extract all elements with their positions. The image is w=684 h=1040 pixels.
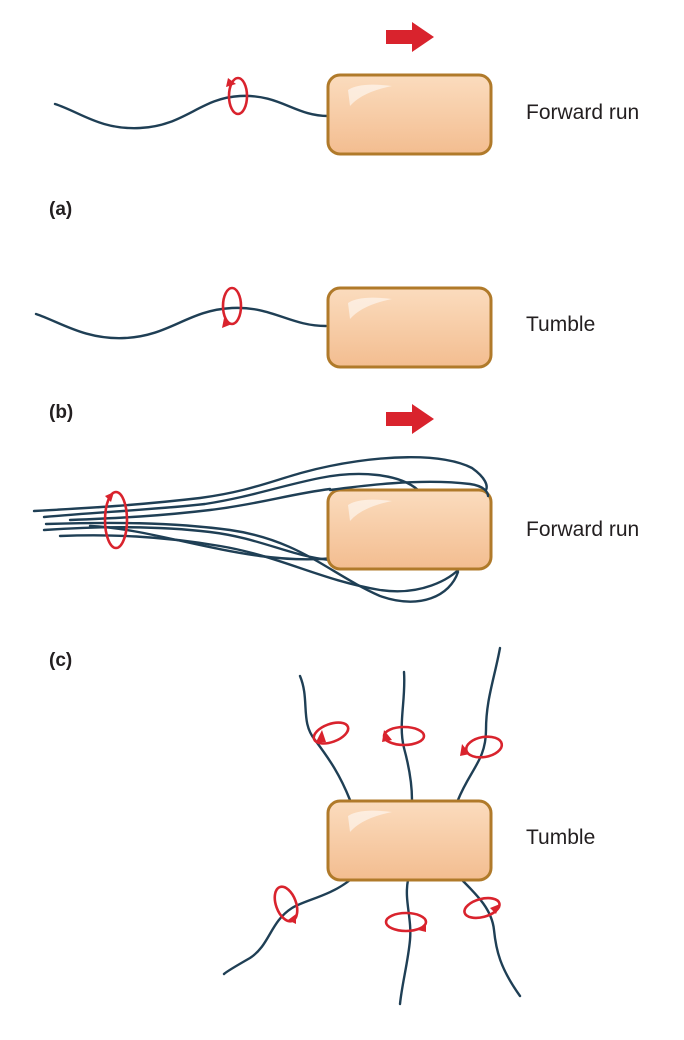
rotation-arrow-icon	[384, 911, 428, 933]
flagellum	[222, 878, 352, 976]
rotation-arrow-icon	[382, 725, 426, 747]
panel-a-run-label: Forward run	[526, 101, 640, 124]
rotation-arrow-icon	[226, 76, 249, 116]
panel-a-tumble-label: Tumble	[526, 313, 596, 336]
direction-arrow-icon	[386, 404, 434, 434]
flagellum	[460, 878, 522, 998]
flagellum	[53, 94, 330, 130]
flagellum	[34, 306, 328, 340]
panel-c-tag: (c)	[49, 650, 73, 671]
panel-a-forward-run	[53, 22, 493, 156]
rotation-arrow-icon	[273, 885, 299, 924]
rotation-arrow-icon	[463, 896, 501, 920]
rotation-arrow-icon	[221, 286, 243, 328]
panel-b-forward-run	[32, 404, 493, 603]
rotation-arrow-icon	[460, 735, 504, 759]
bacterial-cell	[326, 286, 493, 369]
flagellum	[398, 878, 412, 1006]
flagellum	[400, 670, 414, 802]
flagella-bundle	[32, 456, 488, 603]
bacterial-cell	[326, 73, 493, 156]
rotation-arrow-icon	[103, 490, 129, 550]
rotation-arrow-icon	[312, 721, 350, 745]
panel-b-tag: (b)	[49, 402, 74, 423]
direction-arrow-icon	[386, 22, 434, 52]
bacterial-cell	[326, 488, 493, 571]
panel-c-tumble	[222, 646, 522, 1006]
panel-a-tumble	[34, 286, 493, 369]
panel-c-tumble-label: Tumble	[526, 826, 596, 849]
bacterial-cell	[326, 799, 493, 882]
panel-b-run-label: Forward run	[526, 518, 640, 541]
flagellum	[456, 646, 502, 802]
panel-a-tag: (a)	[49, 199, 73, 220]
